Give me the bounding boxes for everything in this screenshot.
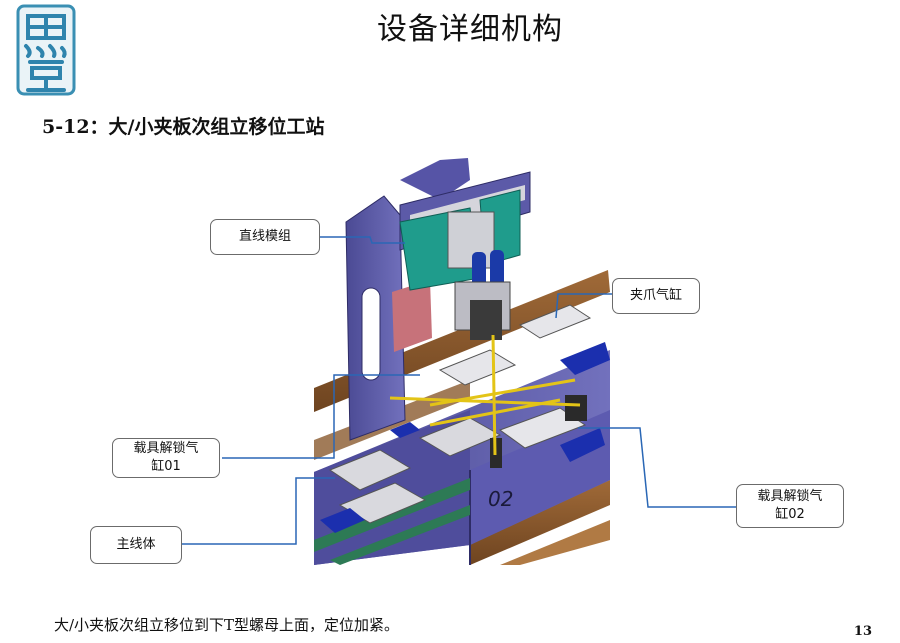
section-heading: 5-12：大/小夹板次组立移位工站 xyxy=(42,116,325,138)
callout-gripper-cylinder: 夹爪气缸 xyxy=(612,278,700,314)
callout-main-line: 主线体 xyxy=(90,526,182,564)
page-title: 设备详细机构 xyxy=(377,12,563,47)
page-number: 13 xyxy=(853,624,872,639)
figure-caption: 大/小夹板次组立移位到下T型螺母上面，定位加紧。 xyxy=(54,616,400,634)
callout-linear-module: 直线模组 xyxy=(210,219,320,255)
gripper-assembly xyxy=(454,250,511,340)
callout-leaders xyxy=(162,236,736,545)
station-label: 02 xyxy=(488,487,513,511)
yellow-rods xyxy=(389,334,581,456)
callout-carrier-unlock-01: 载具解锁气 缸01 xyxy=(112,438,220,478)
company-logo xyxy=(16,4,76,96)
callout-carrier-unlock-02: 载具解锁气 缸02 xyxy=(736,484,844,528)
frame-plate xyxy=(345,158,470,441)
linear-module xyxy=(399,171,531,291)
carrier-modules xyxy=(320,304,610,533)
